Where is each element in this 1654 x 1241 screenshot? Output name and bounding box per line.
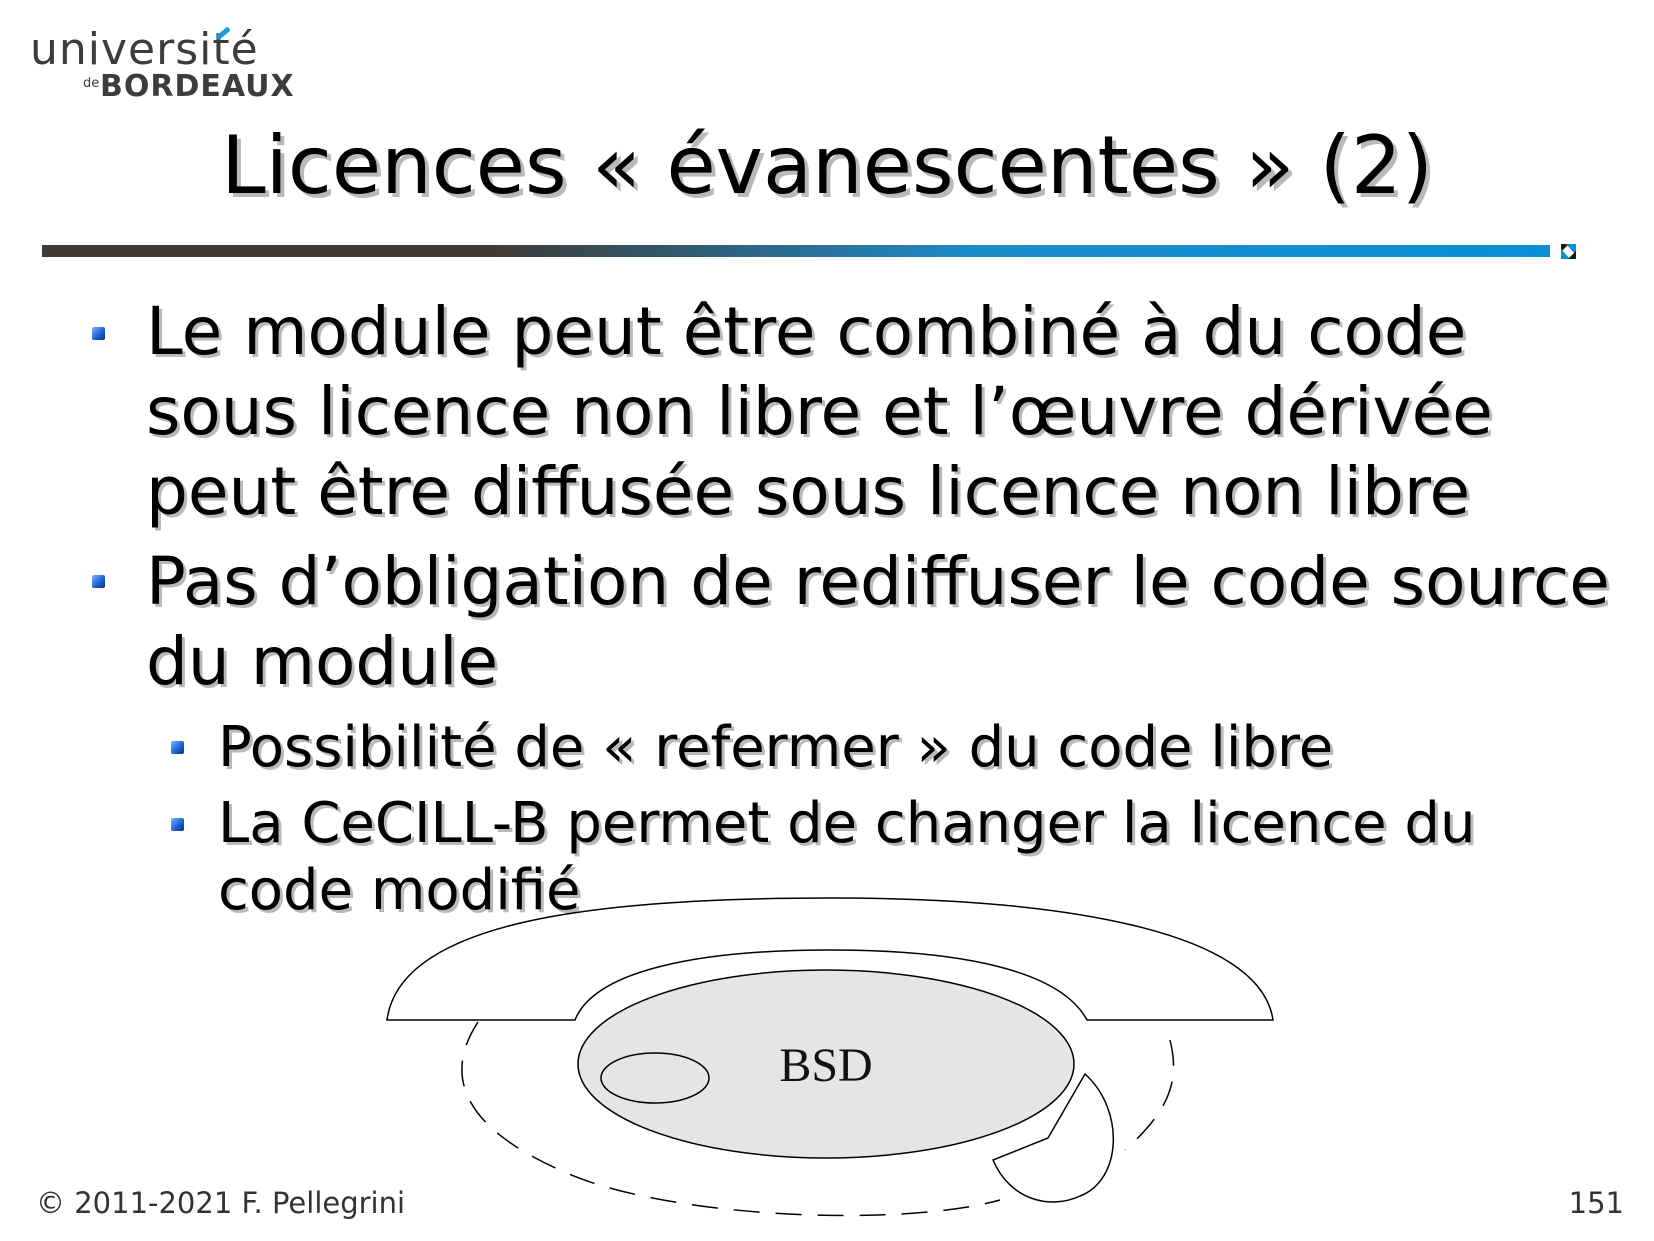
sub-bullet-square-icon <box>171 818 184 831</box>
dashed-boundary <box>461 1021 1001 1217</box>
module-ellipse <box>600 1052 710 1104</box>
corner-icon <box>1561 244 1576 259</box>
logo-wordmark-de: de <box>83 76 100 91</box>
slide-title: Licences « évanescentes » (2) <box>221 119 1433 212</box>
university-logo: université de BORDEAUX <box>30 26 294 106</box>
bullet-1-line-2: sous licence non libre et l’œuvre dérivé… <box>146 373 1493 450</box>
bullet-2-line-2: du module <box>146 623 499 700</box>
bullet-2-line-1: Pas d’obligation de rediffuser le code s… <box>146 543 1610 620</box>
bullet-square-icon <box>92 327 105 340</box>
bsd-ellipse <box>577 969 1075 1159</box>
sub-bullet-square-icon <box>171 741 184 754</box>
sub-bullet-1-line-1: Possibilité de « refermer » du code libr… <box>218 715 1334 780</box>
bsd-label: BSD <box>779 1039 872 1092</box>
sub-bullet-2-line-2: code modifié <box>218 858 581 923</box>
bullet-1-line-1: Le module peut être combiné à du code <box>146 293 1467 370</box>
page-number: 151 <box>1568 1186 1624 1220</box>
bullet-1-line-3: peut être diffusée sous licence non libr… <box>146 453 1471 530</box>
title-rule <box>42 245 1550 257</box>
footer-copyright: © 2011-2021 F. Pellegrini <box>36 1186 406 1220</box>
bullet-square-icon <box>92 575 105 588</box>
arch-shape <box>386 897 1274 1021</box>
logo-wordmark-bottom: BORDEAUX <box>100 69 295 104</box>
sub-bullet-2-line-1: La CeCILL-B permet de changer la licence… <box>218 791 1476 856</box>
dashed-boundary-right <box>1124 1039 1175 1151</box>
derived-blob <box>992 1072 1115 1203</box>
